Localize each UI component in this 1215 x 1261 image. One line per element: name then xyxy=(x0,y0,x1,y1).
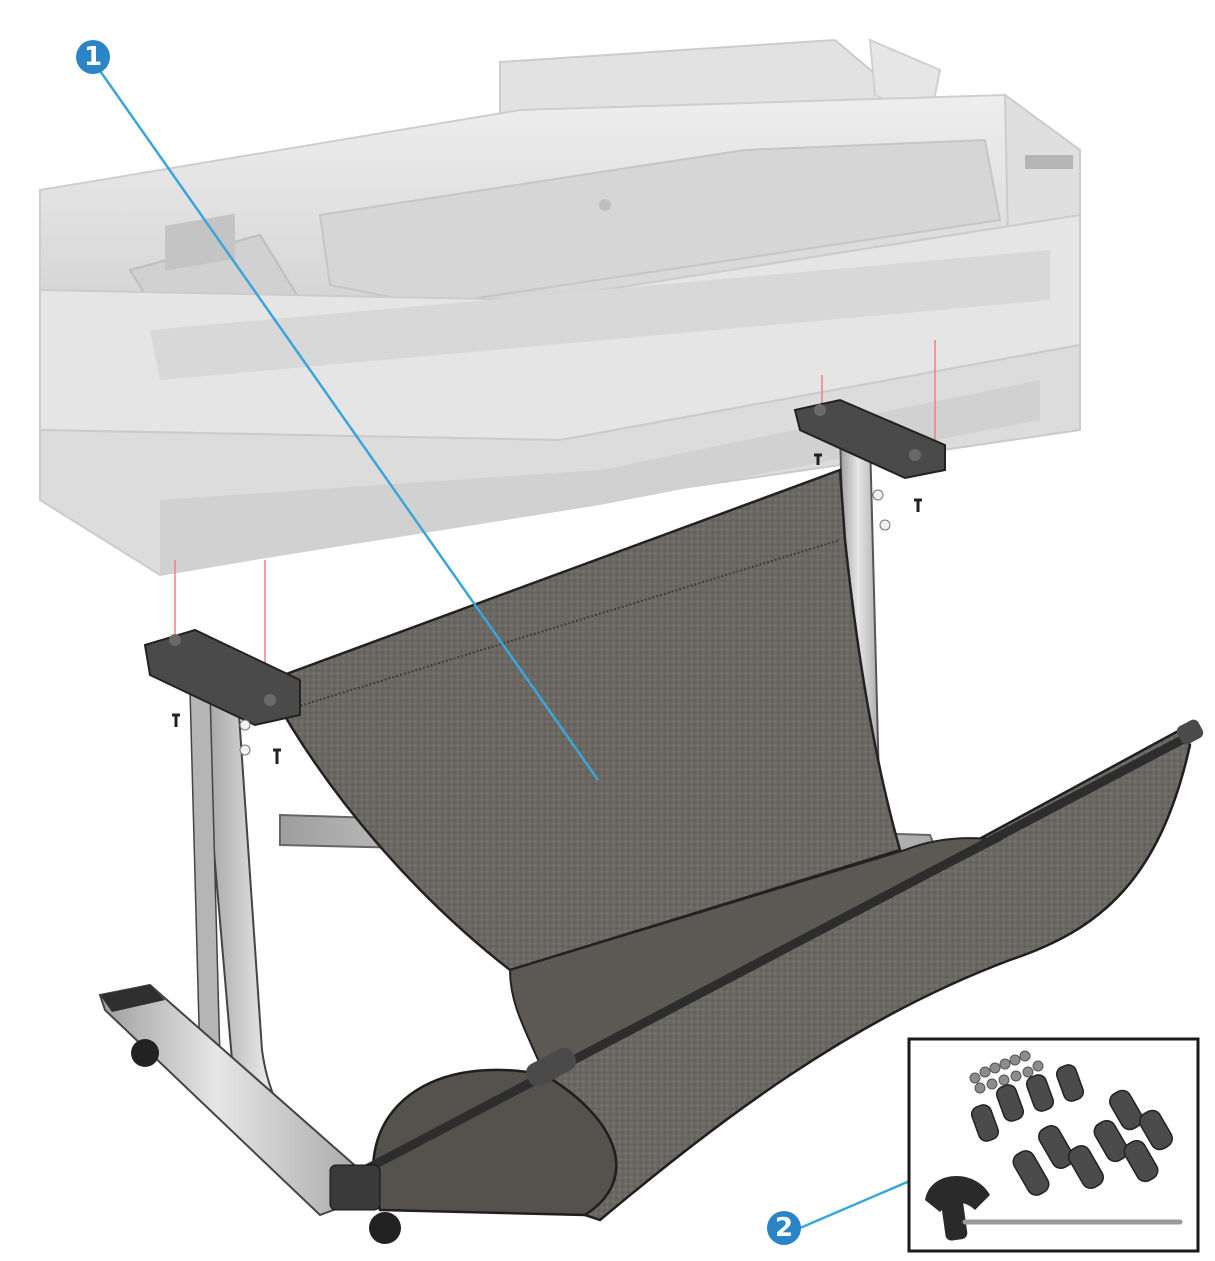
hex-key-tool xyxy=(925,1176,1183,1241)
callout-number-1: 1 xyxy=(76,40,110,74)
fabric-bin xyxy=(268,468,1192,1222)
stand-left-leg xyxy=(98,453,922,1244)
callout-leader-lines xyxy=(96,67,913,1230)
fabric-bin-front-rod xyxy=(350,719,1204,1180)
hardware-kit xyxy=(907,1037,1200,1253)
callout-number-2: 2 xyxy=(767,1211,801,1245)
printer-body xyxy=(39,38,1081,577)
